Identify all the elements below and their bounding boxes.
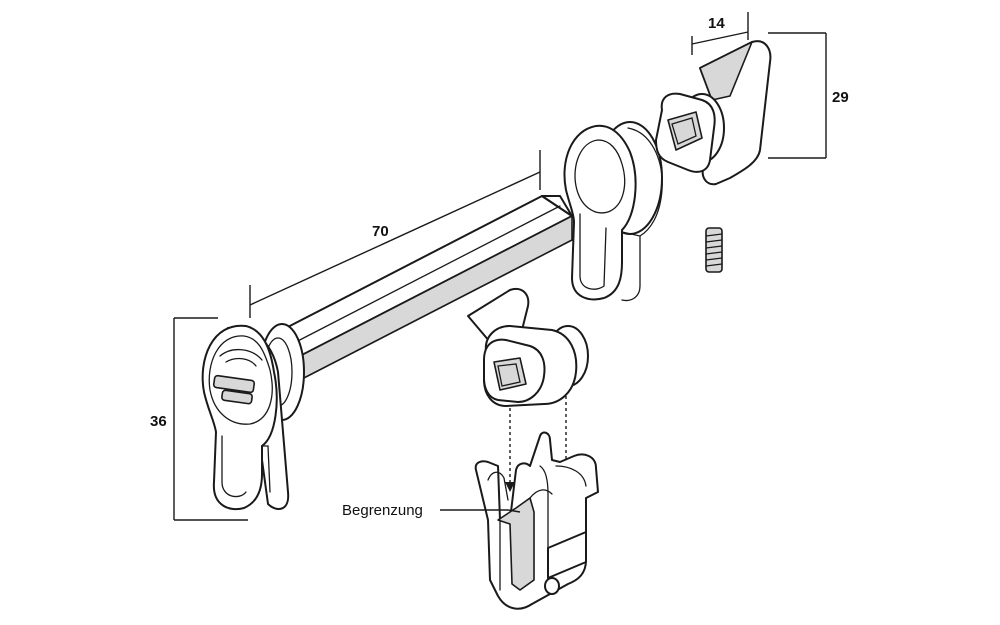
housing-bracket: [474, 431, 599, 610]
dimension-36: 36: [150, 317, 248, 521]
middle-escutcheon: [563, 121, 663, 302]
dimension-70: 70: [249, 150, 541, 318]
limiter-callout: Begrenzung: [342, 502, 521, 519]
connecting-bar: [281, 195, 573, 381]
left-cylinder: [201, 323, 305, 511]
thumb-turn-knob: [655, 40, 772, 186]
cam-coupling: [467, 288, 589, 407]
arrow-down-icon: [505, 482, 515, 492]
set-screw: [705, 227, 723, 273]
dimension-29: 29: [768, 32, 849, 159]
dimension-29-label: 29: [832, 89, 849, 106]
dimension-14-label: 14: [708, 15, 725, 32]
dimension-70-label: 70: [372, 223, 389, 240]
dimension-36-label: 36: [150, 413, 167, 430]
dimension-14: 14: [691, 12, 749, 55]
limiter-label: Begrenzung: [342, 502, 423, 519]
